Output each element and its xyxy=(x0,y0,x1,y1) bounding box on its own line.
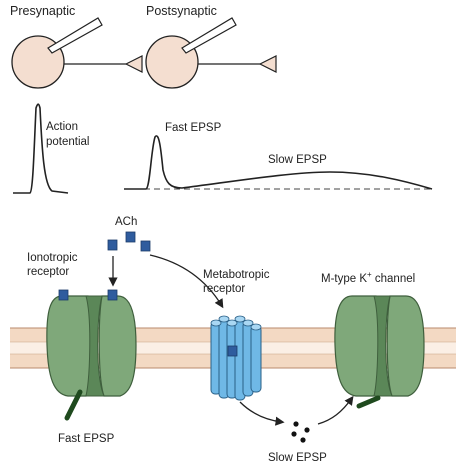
presynaptic-electrode xyxy=(47,17,103,54)
metabotropic-label-line1: Metabotropic xyxy=(203,269,270,281)
ach-label: ACh xyxy=(115,216,138,228)
mtype-label-prefix: M-type K xyxy=(321,272,368,285)
fast-epsp-trace-label: Fast EPSP xyxy=(165,122,222,134)
action-potential-label-line2: potential xyxy=(46,136,90,148)
slow-epsp-trace-label: Slow EPSP xyxy=(268,154,327,166)
postsynaptic-terminal xyxy=(258,55,277,73)
ionotropic-label-line1: Ionotropic xyxy=(27,252,78,264)
messenger-to-mtype-arrow xyxy=(317,395,354,425)
mtype-k-channel-label: M-type K+ channel xyxy=(321,268,415,286)
metabotropic-to-messenger-arrow xyxy=(239,401,285,426)
postsynaptic-electrode xyxy=(181,17,237,54)
ach-bound-right xyxy=(107,289,118,301)
mtype-gate xyxy=(356,395,381,409)
ach-molecules xyxy=(107,231,151,252)
mtype-label-suffix: channel xyxy=(371,272,416,285)
presynaptic-terminal xyxy=(124,55,143,73)
slow-epsp-label: Slow EPSP xyxy=(268,452,327,464)
ionotropic-receptor-channel xyxy=(46,289,137,421)
second-messenger-dots xyxy=(291,421,310,443)
metabotropic-label-line2: receptor xyxy=(203,283,246,295)
metabotropic-receptor xyxy=(210,315,262,401)
ach-to-metabotropic-arrow xyxy=(149,254,224,309)
ionotropic-gate xyxy=(64,389,83,421)
ionotropic-label-line2: receptor xyxy=(27,266,70,278)
postsynaptic-neuron xyxy=(145,17,277,89)
action-potential-label-line1: Action xyxy=(46,121,78,133)
fast-slow-epsp-trace xyxy=(124,135,433,190)
presynaptic-neuron xyxy=(11,17,143,89)
presynaptic-label: Presynaptic xyxy=(10,4,76,18)
postsynaptic-label: Postsynaptic xyxy=(146,4,217,18)
ach-bound-left xyxy=(58,289,69,301)
action-potential-trace xyxy=(13,103,69,194)
mtype-k-channel xyxy=(334,295,425,409)
fast-epsp-label: Fast EPSP xyxy=(58,433,115,445)
ach-bound-metabotropic xyxy=(227,345,238,357)
mtype-label-sup: + xyxy=(367,270,372,279)
